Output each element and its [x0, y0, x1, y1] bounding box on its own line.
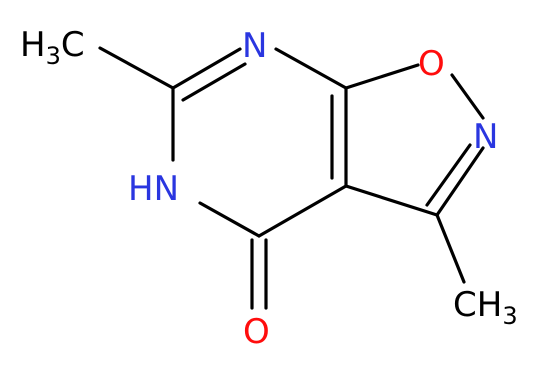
- bond-c6-n7-double: [181, 62, 247, 102]
- bond-methyl-c6: [98, 46, 175, 90]
- methyl-bottom-right-label: CH3: [453, 285, 518, 330]
- atom-labels: H3C N O N HN O CH3: [20, 25, 518, 352]
- o-ring-label: O: [418, 44, 445, 84]
- n-top-label: N: [242, 26, 267, 66]
- nh-label: HN: [128, 169, 179, 209]
- bond-n2-c3: [435, 146, 485, 217]
- methyl-top-left-label: H3C: [20, 25, 85, 70]
- bond-n7-c7a: [274, 47, 348, 90]
- bond-c4-n5: [198, 201, 261, 238]
- bond-c3-c3a: [344, 184, 439, 217]
- bond-c3a-c4: [257, 184, 348, 238]
- bond-o1-n2: [450, 73, 485, 120]
- bond-c6-n7: [171, 47, 242, 90]
- bond-c7a-o1: [344, 63, 420, 90]
- o-carbonyl-label: O: [243, 312, 270, 352]
- bond-c3-methyl: [435, 213, 466, 284]
- bond-n2-c3-double: [425, 143, 472, 207]
- n-right-label: N: [473, 117, 498, 157]
- bonds: [98, 46, 485, 310]
